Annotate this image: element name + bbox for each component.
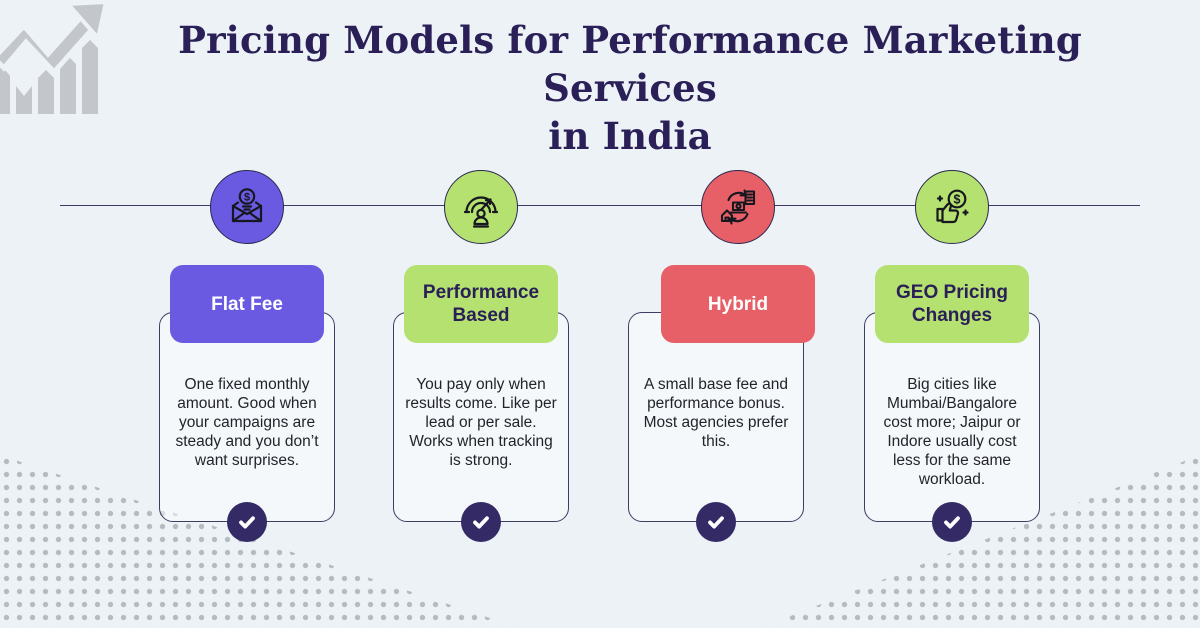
model-label-hybrid: Hybrid [661, 265, 815, 343]
performance-gauge-icon [444, 170, 518, 244]
model-description: You pay only when results come. Like per… [405, 376, 557, 469]
checkmark-icon [461, 502, 501, 542]
svg-text:$: $ [244, 192, 250, 204]
model-card-flat-fee: One fixed monthly amount. Good when your… [159, 312, 335, 522]
model-description: One fixed monthly amount. Good when your… [175, 376, 319, 469]
page-title-line1: Pricing Models for Performance Marketing… [178, 18, 1082, 110]
model-column-flat-fee: $ Flat Fee One fixed monthly amount. Goo… [129, 170, 365, 560]
checkmark-icon [227, 502, 267, 542]
model-label-geo-pricing: GEO Pricing Changes [875, 265, 1029, 343]
hybrid-cycle-icon [701, 170, 775, 244]
page-title-line2: in India [548, 114, 712, 158]
model-column-hybrid: Hybrid A small base fee and performance … [598, 170, 834, 560]
growth-chart-arrow-icon [0, 2, 106, 120]
model-column-geo-pricing: $ GEO Pricing Changes Big cities like Mu… [834, 170, 1070, 560]
model-card-performance-based: You pay only when results come. Like per… [393, 312, 569, 522]
envelope-money-icon: $ [210, 170, 284, 244]
model-column-performance-based: Performance Based You pay only when resu… [363, 170, 599, 560]
model-description: Big cities like Mumbai/Bangalore cost mo… [883, 376, 1021, 488]
checkmark-icon [696, 502, 736, 542]
checkmark-icon [932, 502, 972, 542]
model-card-geo-pricing: Big cities like Mumbai/Bangalore cost mo… [864, 312, 1040, 522]
model-card-hybrid: A small base fee and performance bonus. … [628, 312, 804, 522]
thumbs-up-dollar-icon: $ [915, 170, 989, 244]
model-label-flat-fee: Flat Fee [170, 265, 324, 343]
page-title: Pricing Models for Performance Marketing… [100, 16, 1160, 160]
model-description: A small base fee and performance bonus. … [643, 376, 789, 450]
svg-text:$: $ [954, 193, 961, 207]
model-label-performance-based: Performance Based [404, 265, 558, 343]
timeline-connector-line [60, 205, 1140, 206]
